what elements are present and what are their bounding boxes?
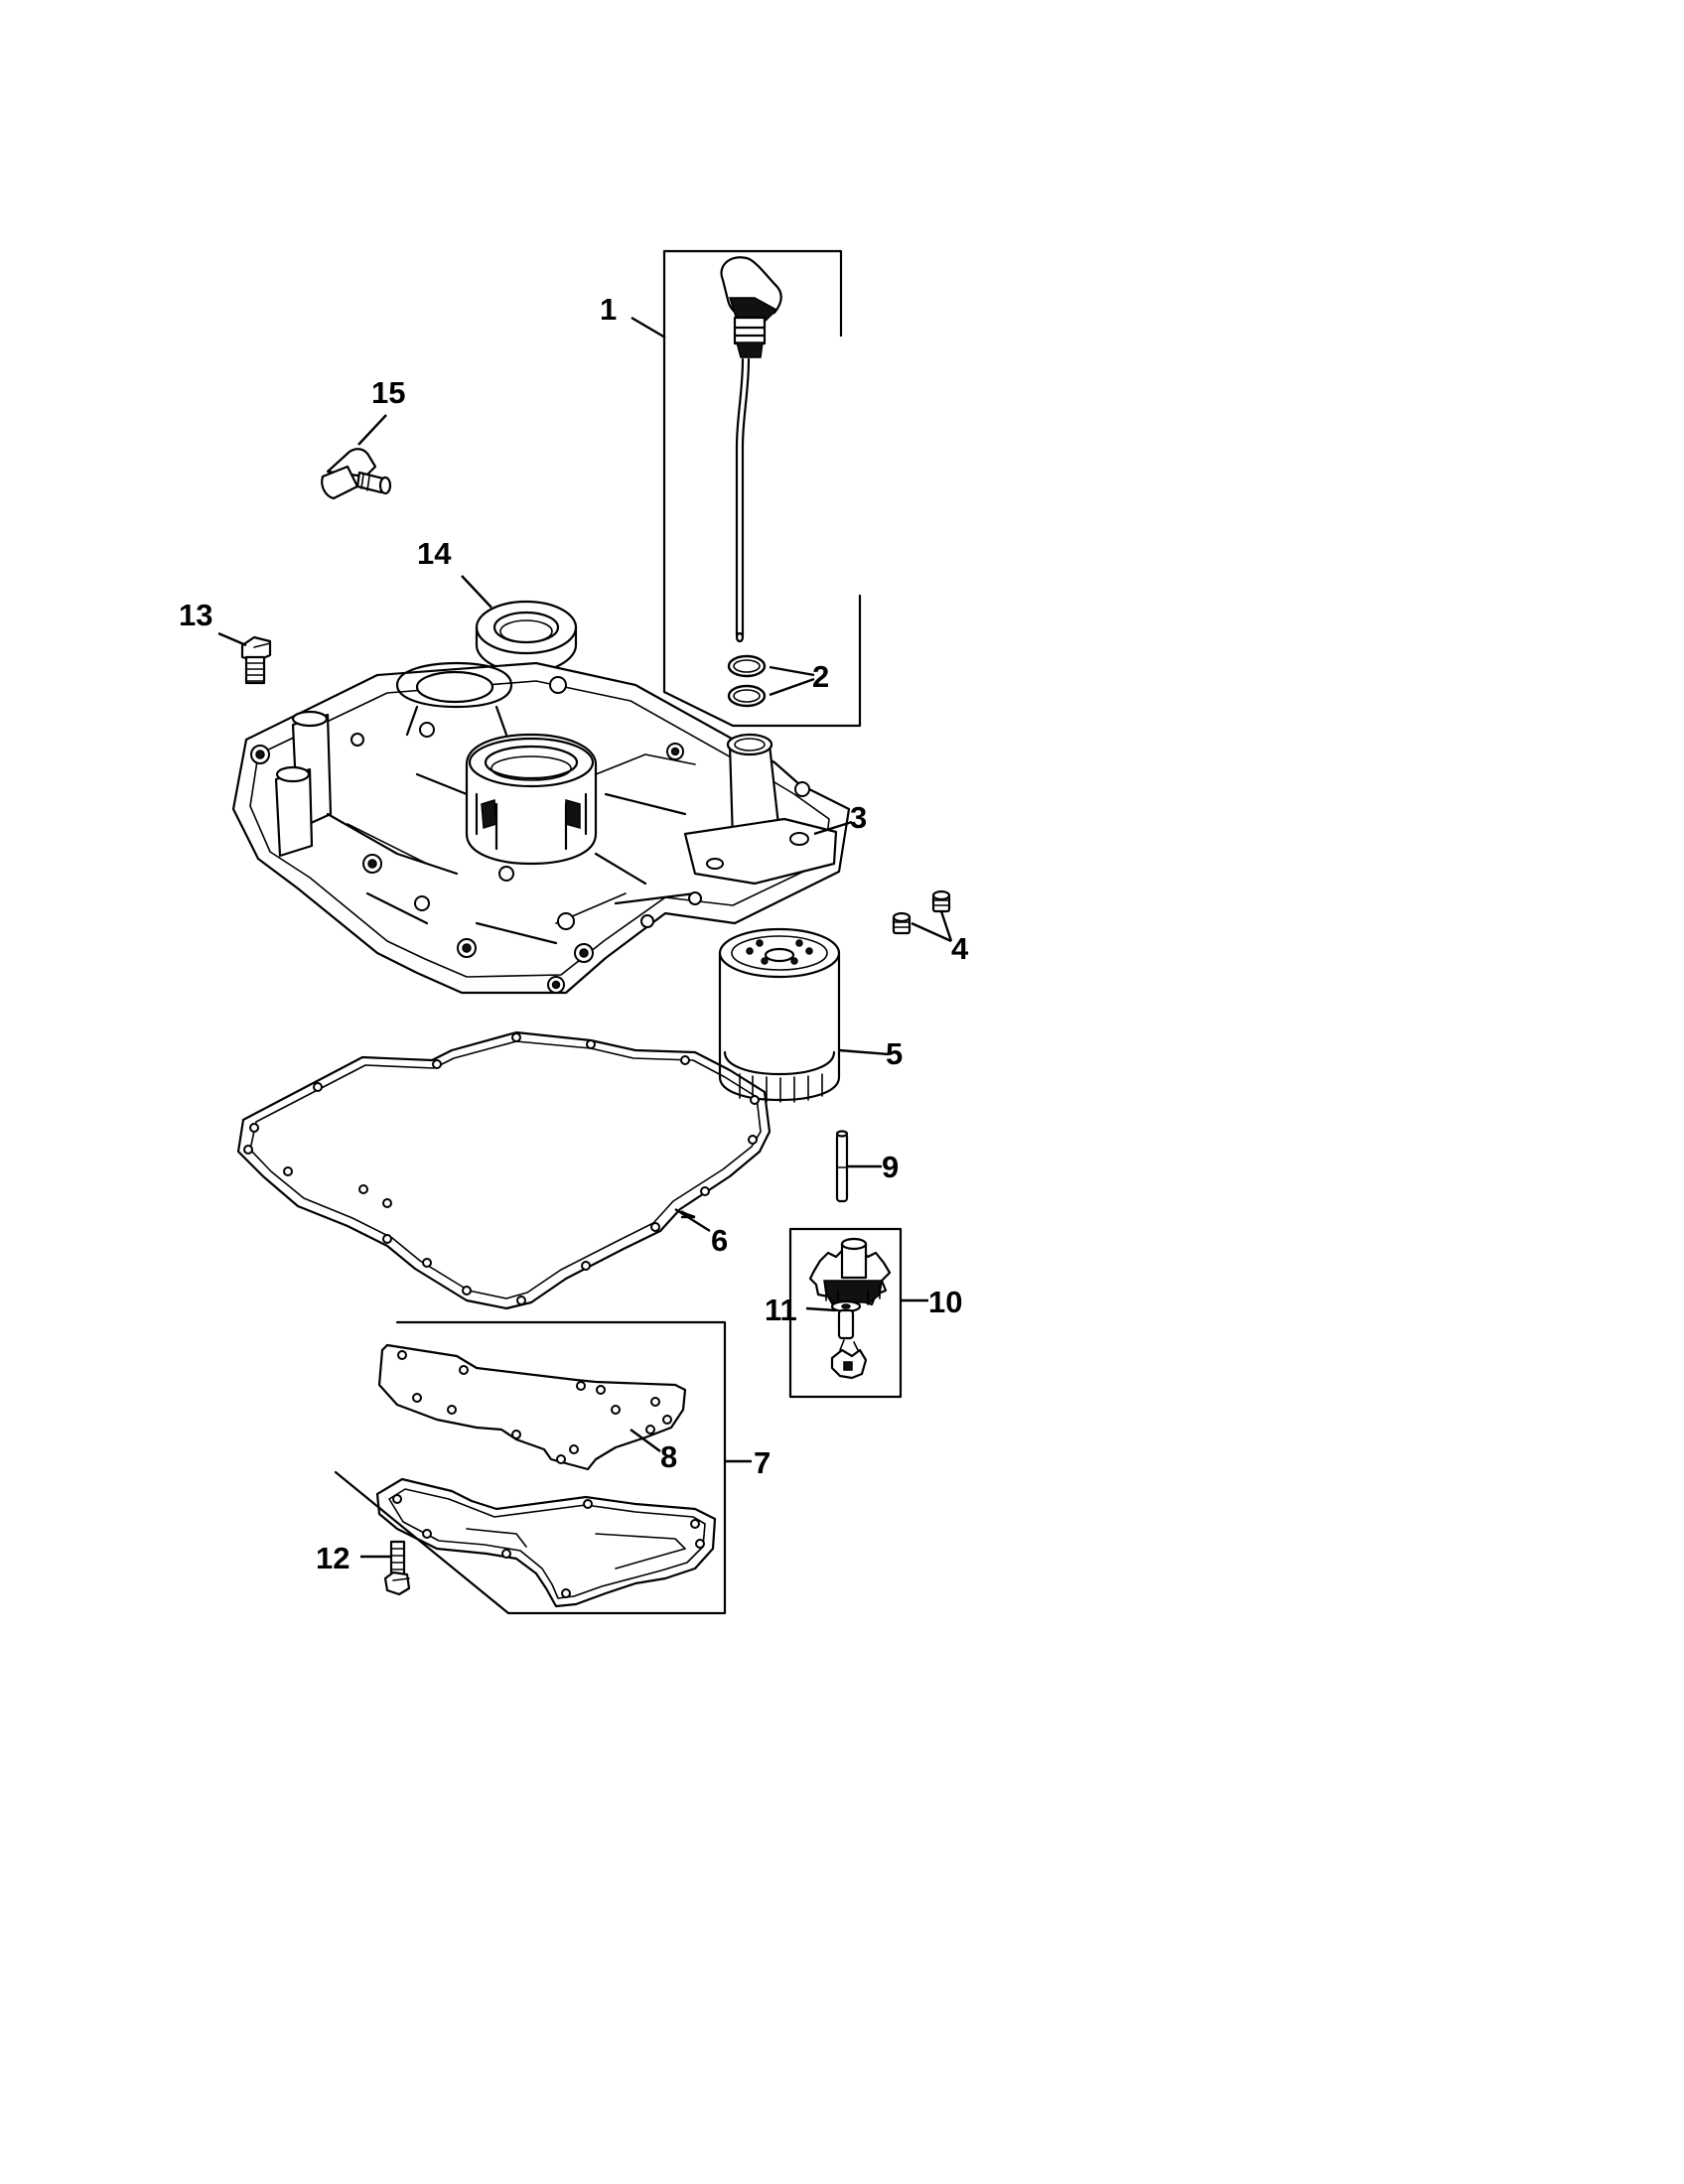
part-3-closure-plate-icon — [231, 661, 851, 995]
part-8-baffle-plate-icon — [377, 1343, 687, 1471]
leader-lines — [217, 316, 953, 1559]
part-14-oil-seal-icon — [475, 600, 578, 675]
callout-8: 8 — [660, 1439, 677, 1474]
callout-numbers: 1 2 3 4 5 6 7 8 9 10 11 12 13 14 15 — [179, 292, 969, 1575]
callout-6: 6 — [711, 1223, 728, 1258]
callout-5: 5 — [886, 1036, 903, 1071]
part-7-baffle-group — [334, 1320, 727, 1615]
callout-1: 1 — [600, 292, 617, 327]
callout-13: 13 — [179, 598, 212, 632]
part-11-washer-shaft-icon — [830, 1299, 862, 1340]
callout-11: 11 — [765, 1293, 797, 1327]
callout-7: 7 — [754, 1445, 771, 1480]
callout-3: 3 — [850, 800, 867, 835]
callout-14: 14 — [417, 536, 452, 571]
part-15-elbow-fitting-icon — [321, 448, 392, 500]
part-10-governor-group — [788, 1227, 903, 1399]
callout-2: 2 — [812, 659, 829, 694]
part-4-pipe-plugs-icon — [892, 889, 951, 935]
part-6-gasket-icon — [236, 1030, 772, 1310]
callout-15: 15 — [371, 375, 405, 410]
dipstick-icon — [720, 256, 782, 643]
part-2-o-rings — [727, 654, 767, 708]
part-10-governor-gear-icon — [808, 1237, 892, 1380]
callout-9: 9 — [882, 1150, 899, 1184]
part-1-dipstick-group — [662, 249, 862, 728]
part-9-pin-icon — [835, 1130, 849, 1203]
part-12-bolt-icon — [383, 1540, 411, 1596]
part-13-bolt-icon — [240, 635, 272, 685]
callout-4: 4 — [951, 931, 969, 966]
part-5-oil-filter-icon — [718, 927, 841, 1103]
callout-10: 10 — [928, 1285, 962, 1319]
part-7-oil-pan-baffle-icon — [375, 1477, 717, 1608]
callout-12: 12 — [316, 1541, 350, 1575]
